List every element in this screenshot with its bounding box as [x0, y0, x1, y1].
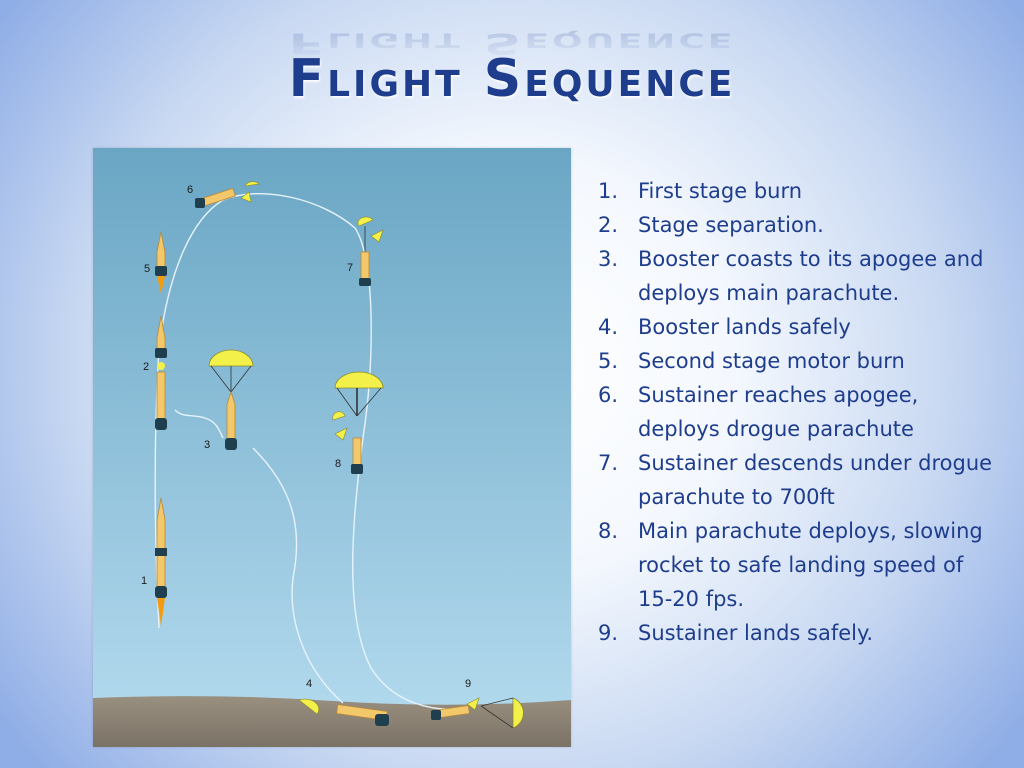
step-label-4: 4	[306, 678, 312, 690]
sustainer-main-parachute	[332, 371, 384, 474]
step-label-2: 2	[143, 361, 149, 373]
step-text: Second stage motor burn	[638, 349, 905, 373]
step-label-1: 1	[141, 575, 147, 587]
step-text: Main parachute deploys, slowing rocket t…	[638, 519, 983, 611]
step-text: Booster coasts to its apogee and deploys…	[638, 247, 984, 305]
sustainer-apogee	[195, 181, 260, 209]
step-number: 7.	[598, 451, 619, 475]
step-label-5: 5	[144, 263, 150, 275]
step-label-9: 9	[465, 678, 471, 690]
step-number: 9.	[598, 621, 619, 645]
rocket-second-stage-burn	[155, 231, 167, 294]
step-number: 5.	[598, 349, 619, 373]
booster-main-parachute	[208, 349, 254, 450]
step-text: Booster lands safely	[638, 315, 851, 339]
step-item-4: 4. Booster lands safely	[598, 310, 998, 344]
step-text: Stage separation.	[638, 213, 824, 237]
step-item-2: 2. Stage separation.	[598, 208, 998, 242]
step-label-3: 3	[204, 439, 210, 451]
step-item-5: 5. Second stage motor burn	[598, 344, 998, 378]
step-item-8: 8. Main parachute deploys, slowing rocket…	[598, 514, 998, 616]
step-text: Sustainer lands safely.	[638, 621, 874, 645]
flight-sequence-diagram: 1 2 3 4 5 6 7 8 9	[93, 148, 571, 747]
flight-sequence-steps: 1. First stage burn 2. Stage separation. 3…	[598, 174, 998, 650]
step-number: 4.	[598, 315, 619, 339]
slide-title-reflection: Flight Sequence	[288, 26, 736, 60]
rocket-first-stage-burn	[155, 497, 167, 626]
step-label-8: 8	[335, 458, 341, 470]
title-area: Flight Sequence	[0, 44, 1024, 114]
step-text: First stage burn	[638, 179, 803, 203]
step-label-6: 6	[187, 184, 193, 196]
step-label-7: 7	[347, 262, 353, 274]
step-number: 3.	[598, 247, 619, 271]
step-number: 6.	[598, 383, 619, 407]
step-item-6: 6. Sustainer reaches apogee, deploys drog…	[598, 378, 998, 446]
booster-landed	[298, 698, 389, 726]
step-item-9: 9. Sustainer lands safely.	[598, 616, 998, 650]
slide-title: Flight Sequence	[288, 49, 736, 109]
step-item-1: 1. First stage burn	[598, 174, 998, 208]
sustainer-drogue-descent	[357, 216, 384, 286]
rocket-stage-separation	[155, 315, 167, 430]
step-number: 8.	[598, 519, 619, 543]
sustainer-landed	[431, 697, 524, 729]
step-item-3: 3. Booster coasts to its apogee and deplo…	[598, 242, 998, 310]
sky-background	[93, 148, 571, 747]
step-item-7: 7. Sustainer descends under drogue parach…	[598, 446, 998, 514]
step-text: Sustainer descends under drogue parachut…	[638, 451, 993, 509]
step-number: 2.	[598, 213, 619, 237]
step-text: Sustainer reaches apogee, deploys drogue…	[638, 383, 919, 441]
step-number: 1.	[598, 179, 619, 203]
